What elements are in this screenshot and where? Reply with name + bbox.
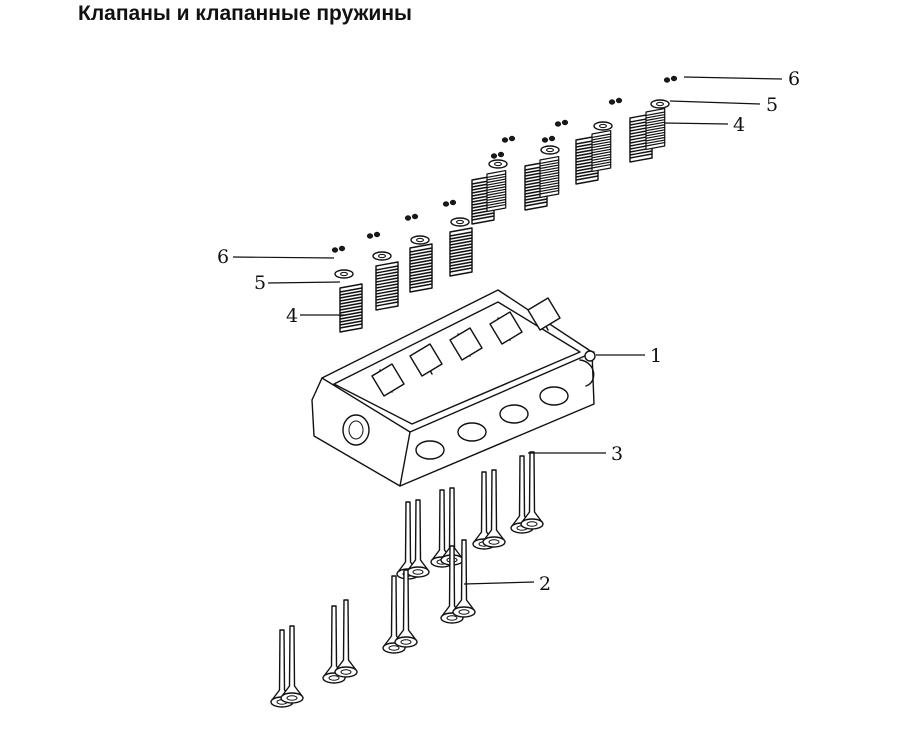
- callout-6-top: 6: [788, 68, 800, 90]
- callout-3: 3: [611, 443, 623, 465]
- callout-5-left: 5: [254, 272, 266, 294]
- top-spring-row: [471, 75, 678, 225]
- callout-6-left: 6: [217, 246, 229, 268]
- callout-4-left: 4: [286, 305, 298, 327]
- left-spring-row: [331, 199, 473, 333]
- callout-1: 1: [650, 345, 662, 367]
- cylinder-head: [311, 289, 596, 487]
- callout-4-top: 4: [733, 114, 745, 136]
- callout-2: 2: [539, 573, 551, 595]
- callout-5-top: 5: [766, 94, 778, 116]
- page-title: Клапаны и клапанные пружины: [78, 2, 412, 25]
- callouts: 6 5 4 6 5 4 1 3 2: [217, 68, 800, 595]
